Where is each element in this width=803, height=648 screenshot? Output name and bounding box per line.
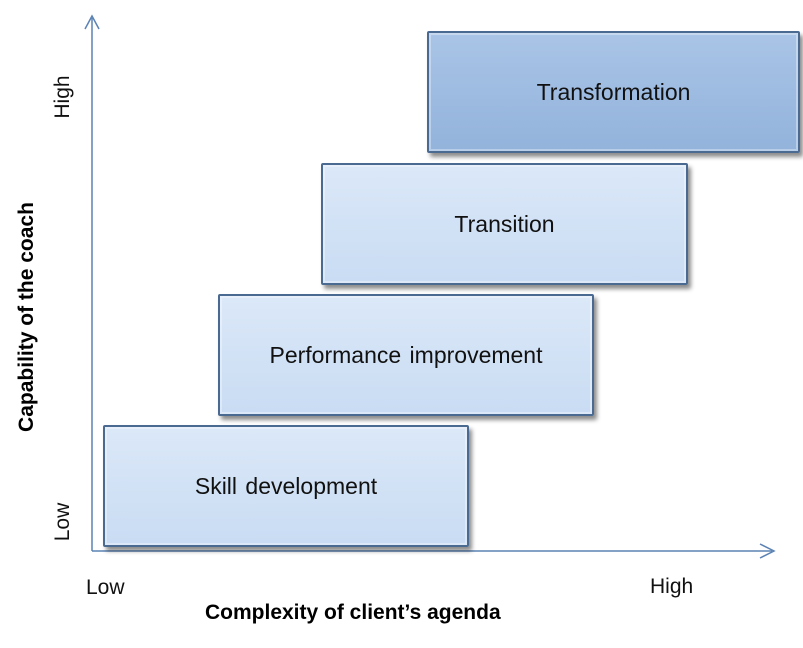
- step-label: Transition: [454, 210, 555, 237]
- x-axis-high-label: High: [650, 575, 694, 598]
- x-axis-title: Complexity of client’s agenda: [205, 601, 501, 624]
- step-label: Performance improvement: [269, 341, 543, 368]
- y-axis-title: Capability of the coach: [15, 202, 38, 432]
- step-performance-improvement: Performance improvement: [218, 294, 594, 416]
- y-axis-arrowhead: [84, 14, 100, 30]
- y-axis-high-label: High: [51, 75, 74, 119]
- step-label: Transformation: [536, 78, 691, 105]
- step-transition: Transition: [321, 163, 688, 285]
- step-skill-development: Skill development: [103, 425, 469, 547]
- y-axis-low-label: Low: [51, 502, 74, 542]
- x-axis-low-label: Low: [86, 576, 125, 599]
- x-axis-arrowhead: [759, 543, 776, 559]
- step-transformation: Transformation: [427, 31, 800, 153]
- step-label: Skill development: [194, 472, 378, 499]
